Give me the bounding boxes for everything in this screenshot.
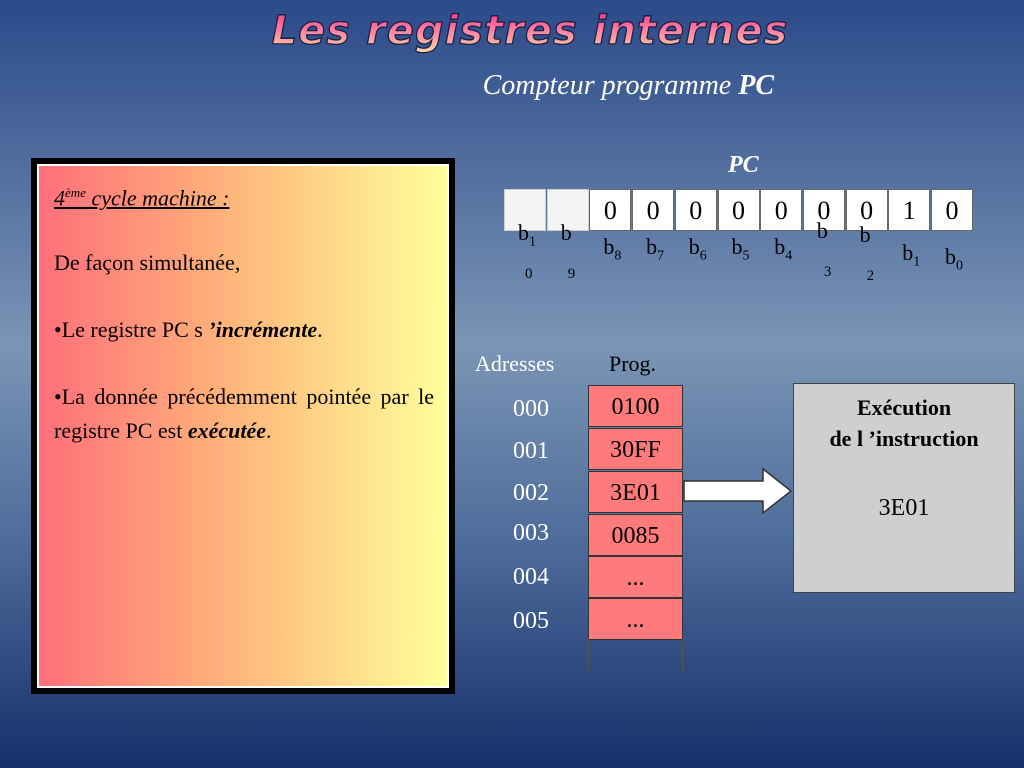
memory-cell: 0085 bbox=[588, 514, 683, 556]
cycle-number: 4 bbox=[54, 185, 65, 211]
memory-address: 002 bbox=[513, 480, 549, 506]
bit-label-letter: b bbox=[902, 240, 914, 265]
execution-box bbox=[793, 383, 1015, 593]
pc-register-label: PC bbox=[728, 152, 759, 178]
bit-label-7: b7 bbox=[646, 234, 664, 264]
register-bit-10 bbox=[504, 189, 546, 231]
memory-continuation bbox=[588, 638, 683, 672]
program-header: Prog. bbox=[609, 351, 657, 376]
bit-label-4: b4 bbox=[774, 234, 792, 264]
cycle-superscript: ème bbox=[65, 185, 86, 200]
bit-label-0: b0 bbox=[945, 244, 963, 274]
execution-title-line2: de l ’instruction bbox=[829, 426, 979, 451]
cycle-heading-text: cycle machine : bbox=[85, 185, 230, 211]
bit-label-10: b1 bbox=[518, 220, 536, 250]
bit-label-letter: b bbox=[816, 218, 828, 243]
register-bit-6: 0 bbox=[674, 189, 717, 231]
register-bit-0: 0 bbox=[931, 189, 973, 231]
bit-label-index: 1 bbox=[913, 254, 921, 270]
bit-label-letter: b bbox=[688, 234, 700, 259]
bit-label-index: 8 bbox=[614, 248, 622, 264]
executed-instruction: 3E01 bbox=[878, 495, 930, 521]
memory-address: 003 bbox=[513, 520, 549, 546]
memory-address: 005 bbox=[513, 608, 549, 634]
bit-label-2: b bbox=[860, 222, 871, 248]
register-bit-3: 0 bbox=[802, 189, 845, 231]
bit-label-index-lower: 9 bbox=[567, 266, 576, 282]
register-bit-8: 0 bbox=[589, 189, 632, 231]
slide-title-wrap: Les registres internes bbox=[250, 7, 810, 55]
register-bit-7: 0 bbox=[632, 189, 675, 231]
memory-cell: 3E01 bbox=[588, 471, 683, 513]
right-arrow-icon bbox=[683, 467, 793, 515]
execution-title-line1: Exécution bbox=[856, 395, 952, 420]
simultaneous-text: De façon simultanée, bbox=[54, 250, 241, 275]
bit-label-letter: b bbox=[731, 234, 743, 259]
memory-cell: 30FF bbox=[588, 428, 683, 470]
memory-cell: ... bbox=[588, 556, 683, 598]
bit-label-letter: b bbox=[646, 234, 658, 259]
bit-label-index-lower: 0 bbox=[525, 266, 533, 282]
register-bit-2: 0 bbox=[845, 189, 888, 231]
memory-cell: ... bbox=[588, 598, 683, 640]
bit-label-letter: b bbox=[603, 234, 615, 259]
bit-label-1: b1 bbox=[902, 240, 920, 270]
addresses-header: Adresses bbox=[475, 351, 555, 376]
bit-label-index: 1 bbox=[529, 234, 536, 250]
register-bit-1: 1 bbox=[888, 189, 931, 231]
increment-bullet: •Le registre PC s ’incrémente. bbox=[54, 313, 323, 347]
bit-label-index-lower: 2 bbox=[866, 268, 875, 284]
execution-start: •La donnée précédemment pointée par le r… bbox=[54, 384, 434, 443]
slide-subtitle: Compteur programme PC bbox=[483, 70, 774, 102]
bit-label-index: 5 bbox=[742, 248, 750, 264]
bit-label-letter: b bbox=[518, 220, 529, 245]
memory-address: 001 bbox=[513, 438, 549, 464]
bit-label-letter: b bbox=[859, 222, 871, 247]
memory-cell: 0100 bbox=[588, 385, 683, 427]
subtitle-text: Compteur programme bbox=[482, 70, 739, 101]
memory-address: 004 bbox=[513, 564, 549, 590]
bit-label-6: b6 bbox=[689, 234, 707, 264]
bit-label-letter: b bbox=[945, 244, 956, 269]
bit-label-index: 6 bbox=[699, 248, 707, 264]
register-bit-4: 0 bbox=[760, 189, 803, 231]
increment-start: •Le registre PC s bbox=[54, 317, 209, 342]
increment-emphasis: ’incrémente bbox=[208, 317, 318, 342]
bit-label-index: 7 bbox=[657, 248, 665, 264]
bit-label-9: b bbox=[561, 220, 572, 246]
execution-end: . bbox=[266, 418, 272, 443]
cycle-heading: 4ème cycle machine : bbox=[54, 176, 229, 215]
bit-label-letter: b bbox=[560, 220, 572, 245]
increment-end: . bbox=[317, 317, 323, 342]
bit-label-index: 0 bbox=[956, 258, 963, 274]
bit-label-index-lower: 3 bbox=[823, 264, 832, 280]
bit-label-8: b8 bbox=[603, 234, 621, 264]
memory-address: 000 bbox=[513, 396, 549, 422]
execution-bullet: •La donnée précédemment pointée par le r… bbox=[54, 380, 434, 448]
subtitle-bold: PC bbox=[738, 70, 774, 101]
bit-label-index: 4 bbox=[785, 248, 793, 264]
bit-label-5: b5 bbox=[732, 234, 750, 264]
slide-title: Les registres internes bbox=[250, 7, 810, 55]
register-bit-5: 0 bbox=[717, 189, 760, 231]
bit-label-3: b bbox=[817, 218, 828, 244]
execution-title: Exécution de l ’instruction bbox=[793, 392, 1015, 454]
explanation-panel bbox=[37, 164, 449, 688]
bit-label-letter: b bbox=[774, 234, 786, 259]
register-bit-9 bbox=[546, 189, 589, 231]
execution-emphasis: exécutée bbox=[187, 418, 266, 443]
